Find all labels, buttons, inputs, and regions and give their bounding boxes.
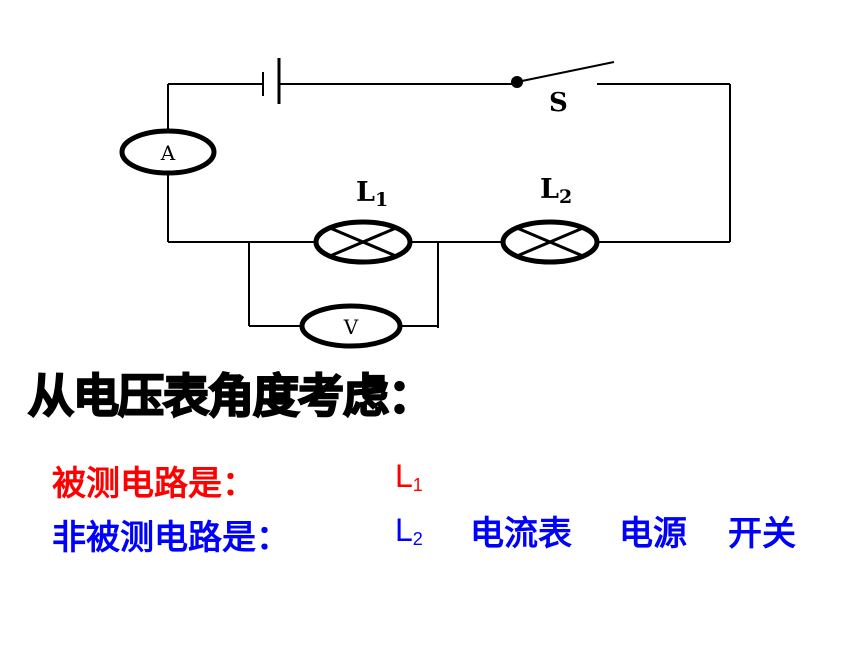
unmeasured-item-switch: 开关 [728, 514, 796, 554]
switch-label: S [549, 88, 568, 118]
measured-lamp: L1 [395, 458, 423, 495]
unmeasured-item-ammeter: 电流表 [470, 514, 572, 554]
unmeasured-lamp: L2 [395, 512, 423, 549]
lamp2-cross-b [516, 226, 584, 258]
heading: 从电压表角度考虑： [27, 368, 435, 424]
unmeasured-label: 非被测电路是： [52, 518, 290, 558]
measured-line: 被测电路是： L1 [52, 456, 423, 505]
switch-blade [516, 61, 615, 83]
lamp2-label: L2 [540, 174, 572, 208]
lamp1-circle [313, 219, 413, 265]
voltmeter-circle [299, 303, 403, 349]
ammeter-circle [119, 128, 217, 176]
switch-pivot [511, 76, 523, 88]
voltmeter-symbol: V [343, 315, 359, 339]
unmeasured-item-power: 电源 [619, 514, 687, 554]
lamp1-label: L1 [356, 177, 388, 211]
measured-label: 被测电路是： [52, 464, 256, 504]
circuit-diagram: S A V L1 L2 [119, 58, 731, 349]
lamp1-cross-b [329, 226, 397, 258]
lamp2-circle [500, 219, 600, 265]
ammeter-symbol: A [160, 141, 176, 165]
unmeasured-line: 非被测电路是： L2 电流表 电源 开关 [52, 510, 796, 559]
